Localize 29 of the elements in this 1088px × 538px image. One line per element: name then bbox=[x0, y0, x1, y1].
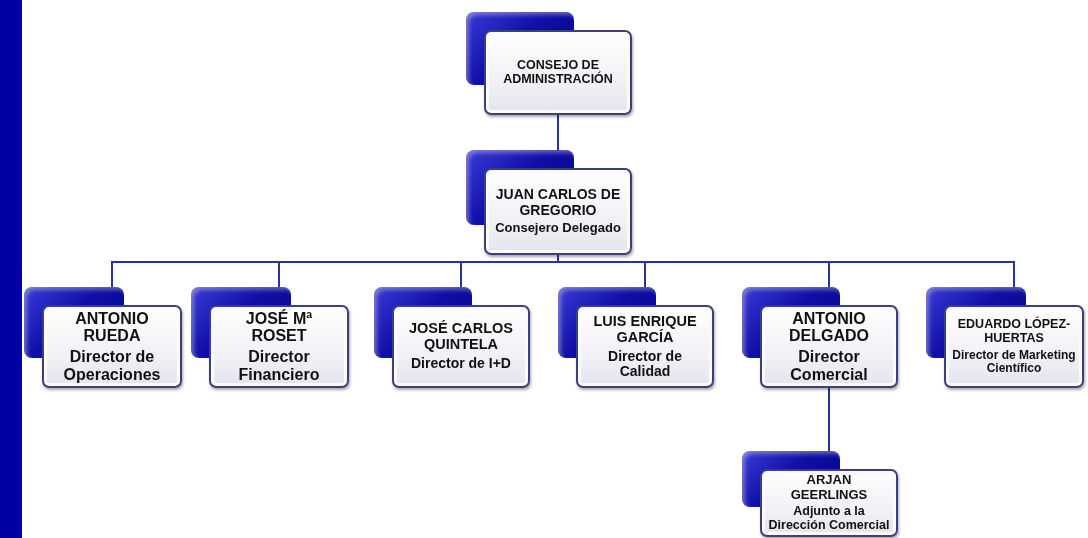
person-name: CONSEJO DE ADMINISTRACIÓN bbox=[502, 58, 614, 87]
person-name: JUAN CARLOS DE GREGORIO bbox=[494, 187, 622, 219]
job-title: Adjunto a la Dirección Comercial bbox=[768, 505, 890, 533]
person-name: JOSÉ CARLOS QUINTELA bbox=[408, 321, 514, 354]
side-bar bbox=[0, 0, 22, 538]
person-name: ANTONIO RUEDA bbox=[74, 309, 150, 345]
org-chart-card bbox=[466, 150, 632, 255]
org-chart-card bbox=[191, 287, 349, 388]
job-title: Director de I+D bbox=[411, 356, 511, 372]
org-chart-card bbox=[742, 287, 898, 388]
job-title: Director de Calidad bbox=[607, 348, 683, 380]
connector-line bbox=[828, 387, 830, 452]
org-chart-card bbox=[466, 12, 632, 115]
job-title: Director de Marketing Científico bbox=[952, 348, 1076, 375]
job-title: Director Financiero bbox=[237, 348, 321, 384]
person-name: ARJAN GEERLINGS bbox=[789, 473, 869, 503]
person-name: ANTONIO DELGADO bbox=[788, 309, 870, 345]
org-chart-card bbox=[558, 287, 714, 388]
person-name: EDUARDO LÓPEZ-HUERTAS bbox=[956, 318, 1072, 346]
connector-line bbox=[557, 114, 559, 151]
job-title: Director de Operaciones bbox=[62, 348, 162, 384]
job-title: Consejero Delegado bbox=[495, 221, 621, 236]
org-chart-card bbox=[926, 287, 1084, 388]
person-name: LUIS ENRIQUE GARCÍA bbox=[592, 313, 698, 346]
org-chart-card bbox=[742, 451, 898, 537]
job-title: Director Comercial bbox=[789, 348, 869, 384]
org-chart-card bbox=[374, 287, 530, 388]
person-name: JOSÉ Mª ROSET bbox=[244, 309, 314, 345]
org-chart-card bbox=[24, 287, 182, 388]
